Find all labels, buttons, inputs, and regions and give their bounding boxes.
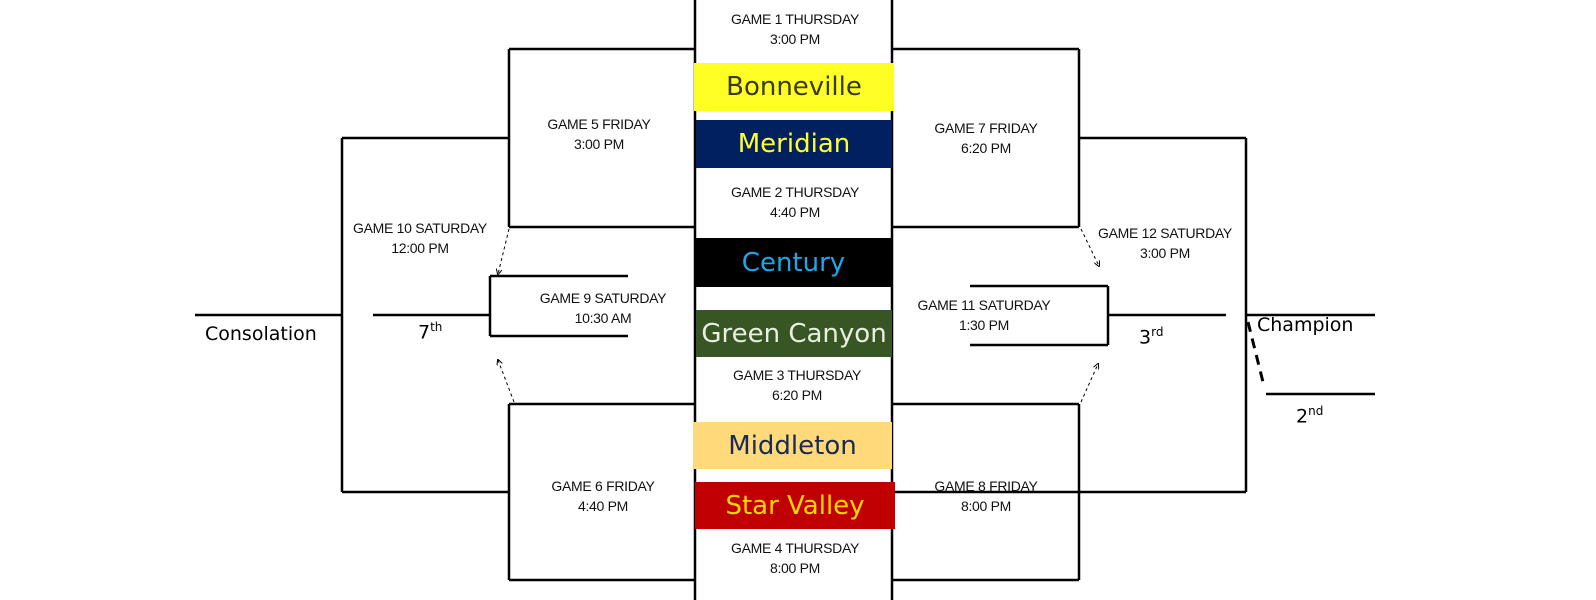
game-4-label: GAME 4 THURSDAY 8:00 PM xyxy=(700,538,890,578)
game-12-title: GAME 12 SATURDAY xyxy=(1098,225,1232,241)
game-7-title: GAME 7 FRIDAY xyxy=(934,120,1038,136)
game-11-title: GAME 11 SATURDAY xyxy=(917,297,1051,313)
game-6-title: GAME 6 FRIDAY xyxy=(551,478,655,494)
team-meridian: Meridian xyxy=(696,120,892,168)
second-dashed-line xyxy=(1246,321,1266,387)
second-place-number: 2 xyxy=(1296,405,1309,428)
game-4-title: GAME 4 THURSDAY xyxy=(730,540,859,556)
arrow-g7-to-g12 xyxy=(1080,228,1099,266)
game-8-title: GAME 8 FRIDAY xyxy=(934,478,1038,494)
team-middleton-name: Middleton xyxy=(728,430,857,461)
third-place-label: 3rd xyxy=(1139,325,1163,348)
team-meridian-name: Meridian xyxy=(737,129,851,159)
game-1-time: 3:00 PM xyxy=(769,31,821,47)
second-place-label: 2nd xyxy=(1296,404,1323,427)
team-century-name: Century xyxy=(741,247,846,278)
third-place-number: 3 xyxy=(1139,326,1152,349)
game-10-title: GAME 10 SATURDAY xyxy=(353,220,487,236)
team-bonneville-name: Bonneville xyxy=(726,72,862,102)
game-7-time: 6:20 PM xyxy=(960,140,1012,156)
game-11-label: GAME 11 SATURDAY 1:30 PM xyxy=(889,295,1079,335)
team-middleton: Middleton xyxy=(693,422,892,469)
game-8-time: 8:00 PM xyxy=(960,498,1012,514)
arrow-g8-to-g12 xyxy=(1080,364,1098,403)
team-star-valley: Star Valley xyxy=(695,482,895,529)
game-9-label: GAME 9 SATURDAY 10:30 AM xyxy=(508,288,698,328)
game-5-time: 3:00 PM xyxy=(573,136,625,152)
game-2-title: GAME 2 THURSDAY xyxy=(730,184,859,200)
seventh-place-suffix: th xyxy=(430,320,443,334)
game-6-time: 4:40 PM xyxy=(577,498,629,514)
game-12-label: GAME 12 SATURDAY 3:00 PM xyxy=(1070,223,1260,263)
game-10-time: 12:00 PM xyxy=(391,240,449,256)
team-century: Century xyxy=(694,238,893,287)
game-10-label: GAME 10 SATURDAY 12:00 PM xyxy=(325,218,515,258)
game-7-label: GAME 7 FRIDAY 6:20 PM xyxy=(891,118,1081,158)
game-3-label: GAME 3 THURSDAY 6:20 PM xyxy=(702,365,892,405)
champion-label: Champion xyxy=(1257,314,1354,336)
game-1-title: GAME 1 THURSDAY xyxy=(730,11,859,27)
game-4-time: 8:00 PM xyxy=(769,560,821,576)
game-11-time: 1:30 PM xyxy=(958,317,1010,333)
team-star-valley-name: Star Valley xyxy=(725,490,865,521)
seventh-place-number: 7 xyxy=(418,321,431,344)
seventh-place-label: 7th xyxy=(418,320,442,343)
team-green-canyon-name: Green Canyon xyxy=(701,318,887,349)
game-2-time: 4:40 PM xyxy=(769,204,821,220)
third-place-suffix: rd xyxy=(1151,325,1164,339)
game-9-time: 10:30 AM xyxy=(574,310,632,326)
game-5-label: GAME 5 FRIDAY 3:00 PM xyxy=(504,114,694,154)
game-8-label: GAME 8 FRIDAY 8:00 PM xyxy=(891,476,1081,516)
arrow-g6-to-g9 xyxy=(498,360,515,403)
second-place-suffix: nd xyxy=(1308,404,1324,418)
game-12-time: 3:00 PM xyxy=(1139,245,1191,261)
team-green-canyon: Green Canyon xyxy=(696,310,892,357)
game-2-label: GAME 2 THURSDAY 4:40 PM xyxy=(700,182,890,222)
game-9-title: GAME 9 SATURDAY xyxy=(539,290,667,306)
game-1-label: GAME 1 THURSDAY 3:00 PM xyxy=(700,9,890,49)
game-5-title: GAME 5 FRIDAY xyxy=(547,116,651,132)
arrow-g5-to-g9 xyxy=(498,228,510,274)
game-3-title: GAME 3 THURSDAY xyxy=(732,367,861,383)
game-3-time: 6:20 PM xyxy=(771,387,823,403)
game-6-label: GAME 6 FRIDAY 4:40 PM xyxy=(508,476,698,516)
consolation-label: Consolation xyxy=(205,323,317,345)
team-bonneville: Bonneville xyxy=(694,63,894,111)
